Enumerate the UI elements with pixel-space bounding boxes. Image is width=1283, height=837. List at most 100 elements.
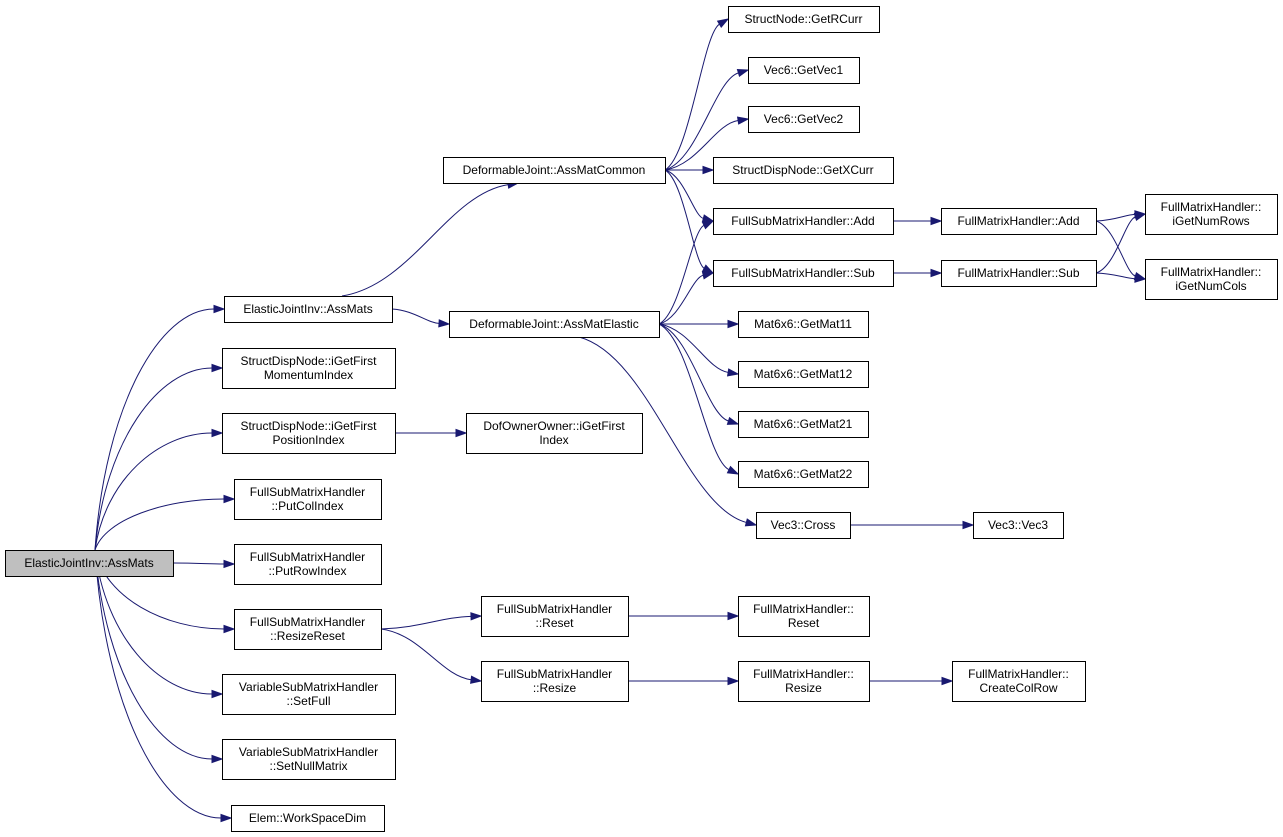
node-fullsubmatrixhandler-putrowindex[interactable]: FullSubMatrixHandler::PutRowIndex: [234, 544, 382, 585]
edge-n10-n18: [665, 165, 715, 175]
node-label: VariableSubMatrixHandler: [239, 680, 378, 694]
edge-n19-n28: [893, 216, 943, 226]
edge-arrowhead: [941, 676, 954, 686]
edge-line: [341, 184, 509, 297]
edge-line: [578, 336, 747, 523]
node-fullmatrixhandler-reset[interactable]: FullMatrixHandler::Reset: [738, 596, 870, 637]
node-mat6x6-getmat12[interactable]: Mat6x6::GetMat12: [738, 361, 869, 388]
edge-n27-n31: [868, 676, 954, 686]
node-vec6-getvec2[interactable]: Vec6::GetVec2: [748, 106, 860, 133]
node-label: Reset: [788, 616, 820, 630]
node-box: [713, 157, 894, 184]
edge-line: [94, 549, 213, 760]
edge-line: [658, 274, 704, 325]
node-mat6x6-getmat11[interactable]: Mat6x6::GetMat11: [738, 311, 869, 338]
node-box: [728, 6, 880, 33]
node-label: Vec6::GetVec2: [764, 112, 844, 126]
node-elasticjointinv-assmats[interactable]: ElasticJointInv::AssMats: [5, 550, 174, 577]
edge-line: [1095, 220, 1136, 277]
edge-n6-n14: [380, 628, 483, 684]
edge-n11-n19: [658, 220, 715, 325]
edge-arrowhead: [223, 624, 236, 634]
node-label: iGetNumCols: [1175, 279, 1246, 293]
node-label: DeformableJoint::AssMatElastic: [469, 317, 638, 331]
node-fullsubmatrixhandler-resize[interactable]: FullSubMatrixHandler::Resize: [481, 661, 629, 702]
node-vec6-getvec1[interactable]: Vec6::GetVec1: [748, 57, 860, 84]
node-box: [738, 461, 869, 488]
node-fullmatrixhandler-resize[interactable]: FullMatrixHandler::Resize: [738, 661, 870, 702]
node-label: StructDispNode::iGetFirst: [240, 354, 377, 368]
node-box: [941, 208, 1097, 235]
edge-n29-n33: [1095, 272, 1147, 283]
node-fullsubmatrixhandler-putcolindex[interactable]: FullSubMatrixHandler::PutColIndex: [234, 479, 382, 520]
node-fullmatrixhandler-createcolrow[interactable]: FullMatrixHandler::CreateColRow: [952, 661, 1086, 702]
node-elasticjointinv-assmats[interactable]: ElasticJointInv::AssMats: [224, 296, 393, 323]
edge-n0-n7: [94, 549, 224, 699]
node-box: [481, 661, 629, 702]
node-mat6x6-getmat22[interactable]: Mat6x6::GetMat22: [738, 461, 869, 488]
node-box: [973, 512, 1064, 539]
node-fullmatrixhandler-add[interactable]: FullMatrixHandler::Add: [941, 208, 1097, 235]
node-fullsubmatrixhandler-reset[interactable]: FullSubMatrixHandler::Reset: [481, 596, 629, 637]
edge-n0-n5: [172, 559, 236, 569]
node-box: [748, 106, 860, 133]
node-variablesubmatrixhandler-setnullmatrix[interactable]: VariableSubMatrixHandler::SetNullMatrix: [222, 739, 396, 780]
node-fullmatrixhandler-sub[interactable]: FullMatrixHandler::Sub: [941, 260, 1097, 287]
edge-arrowhead: [438, 319, 451, 328]
edge-arrowhead: [744, 518, 758, 527]
edge-arrowhead: [211, 363, 224, 373]
node-label: Mat6x6::GetMat21: [754, 417, 853, 431]
node-box: [941, 260, 1097, 287]
node-deformablejoint-assmatelastic[interactable]: DeformableJoint::AssMatElastic: [449, 311, 660, 338]
node-fullsubmatrixhandler-resizereset[interactable]: FullSubMatrixHandler::ResizeReset: [234, 609, 382, 650]
node-box: [1145, 194, 1278, 235]
node-mat6x6-getmat21[interactable]: Mat6x6::GetMat21: [738, 411, 869, 438]
node-fullmatrixhandler-igetnumrows[interactable]: FullMatrixHandler::iGetNumRows: [1145, 194, 1278, 235]
node-label: ElasticJointInv::AssMats: [243, 302, 372, 316]
edge-arrowhead: [470, 675, 483, 684]
node-label: FullMatrixHandler::: [753, 667, 854, 681]
node-variablesubmatrixhandler-setfull[interactable]: VariableSubMatrixHandler::SetFull: [222, 674, 396, 715]
node-vec3-vec3[interactable]: Vec3::Vec3: [973, 512, 1064, 539]
edge-arrowhead: [726, 368, 740, 377]
edge-n0-n2: [94, 363, 224, 551]
node-structnode-getrcurr[interactable]: StructNode::GetRCurr: [728, 6, 880, 33]
node-label: FullMatrixHandler::Add: [957, 214, 1079, 228]
node-label: ::PutColIndex: [271, 499, 343, 513]
edge-arrowhead: [701, 271, 715, 280]
edge-n0-n1: [94, 304, 226, 551]
node-label: ::SetNullMatrix: [269, 759, 347, 773]
node-box: [713, 208, 894, 235]
edge-arrowhead: [727, 611, 740, 621]
node-box: [466, 413, 643, 454]
node-elem-workspacedim[interactable]: Elem::WorkSpaceDim: [231, 805, 385, 832]
node-label: ::SetFull: [286, 694, 330, 708]
edge-arrowhead: [701, 220, 715, 230]
node-label: Elem::WorkSpaceDim: [249, 811, 366, 825]
node-structdispnode-getxcurr[interactable]: StructDispNode::GetXCurr: [713, 157, 894, 184]
edge-arrowhead: [211, 428, 224, 438]
edge-arrowhead: [962, 520, 975, 530]
node-box: [738, 596, 870, 637]
edge-n10-n17: [664, 116, 750, 171]
edge-line: [658, 323, 729, 422]
node-fullsubmatrixhandler-sub[interactable]: FullSubMatrixHandler::Sub: [713, 260, 894, 287]
node-label: FullSubMatrixHandler: [250, 615, 365, 629]
edge-line: [658, 224, 705, 325]
edge-n1-n11: [391, 308, 451, 328]
node-box: [738, 361, 869, 388]
node-label: Vec3::Cross: [771, 518, 836, 532]
edge-n29-n32: [1095, 213, 1147, 274]
edge-arrowhead: [213, 304, 226, 314]
node-fullmatrixhandler-igetnumcols[interactable]: FullMatrixHandler::iGetNumCols: [1145, 259, 1278, 300]
node-deformablejoint-assmatcommon[interactable]: DeformableJoint::AssMatCommon: [443, 157, 666, 184]
node-fullsubmatrixhandler-add[interactable]: FullSubMatrixHandler::Add: [713, 208, 894, 235]
node-vec3-cross[interactable]: Vec3::Cross: [756, 512, 851, 539]
node-box: [738, 661, 870, 702]
edge-line: [94, 432, 213, 551]
node-label: DofOwnerOwner::iGetFirst: [483, 419, 625, 433]
